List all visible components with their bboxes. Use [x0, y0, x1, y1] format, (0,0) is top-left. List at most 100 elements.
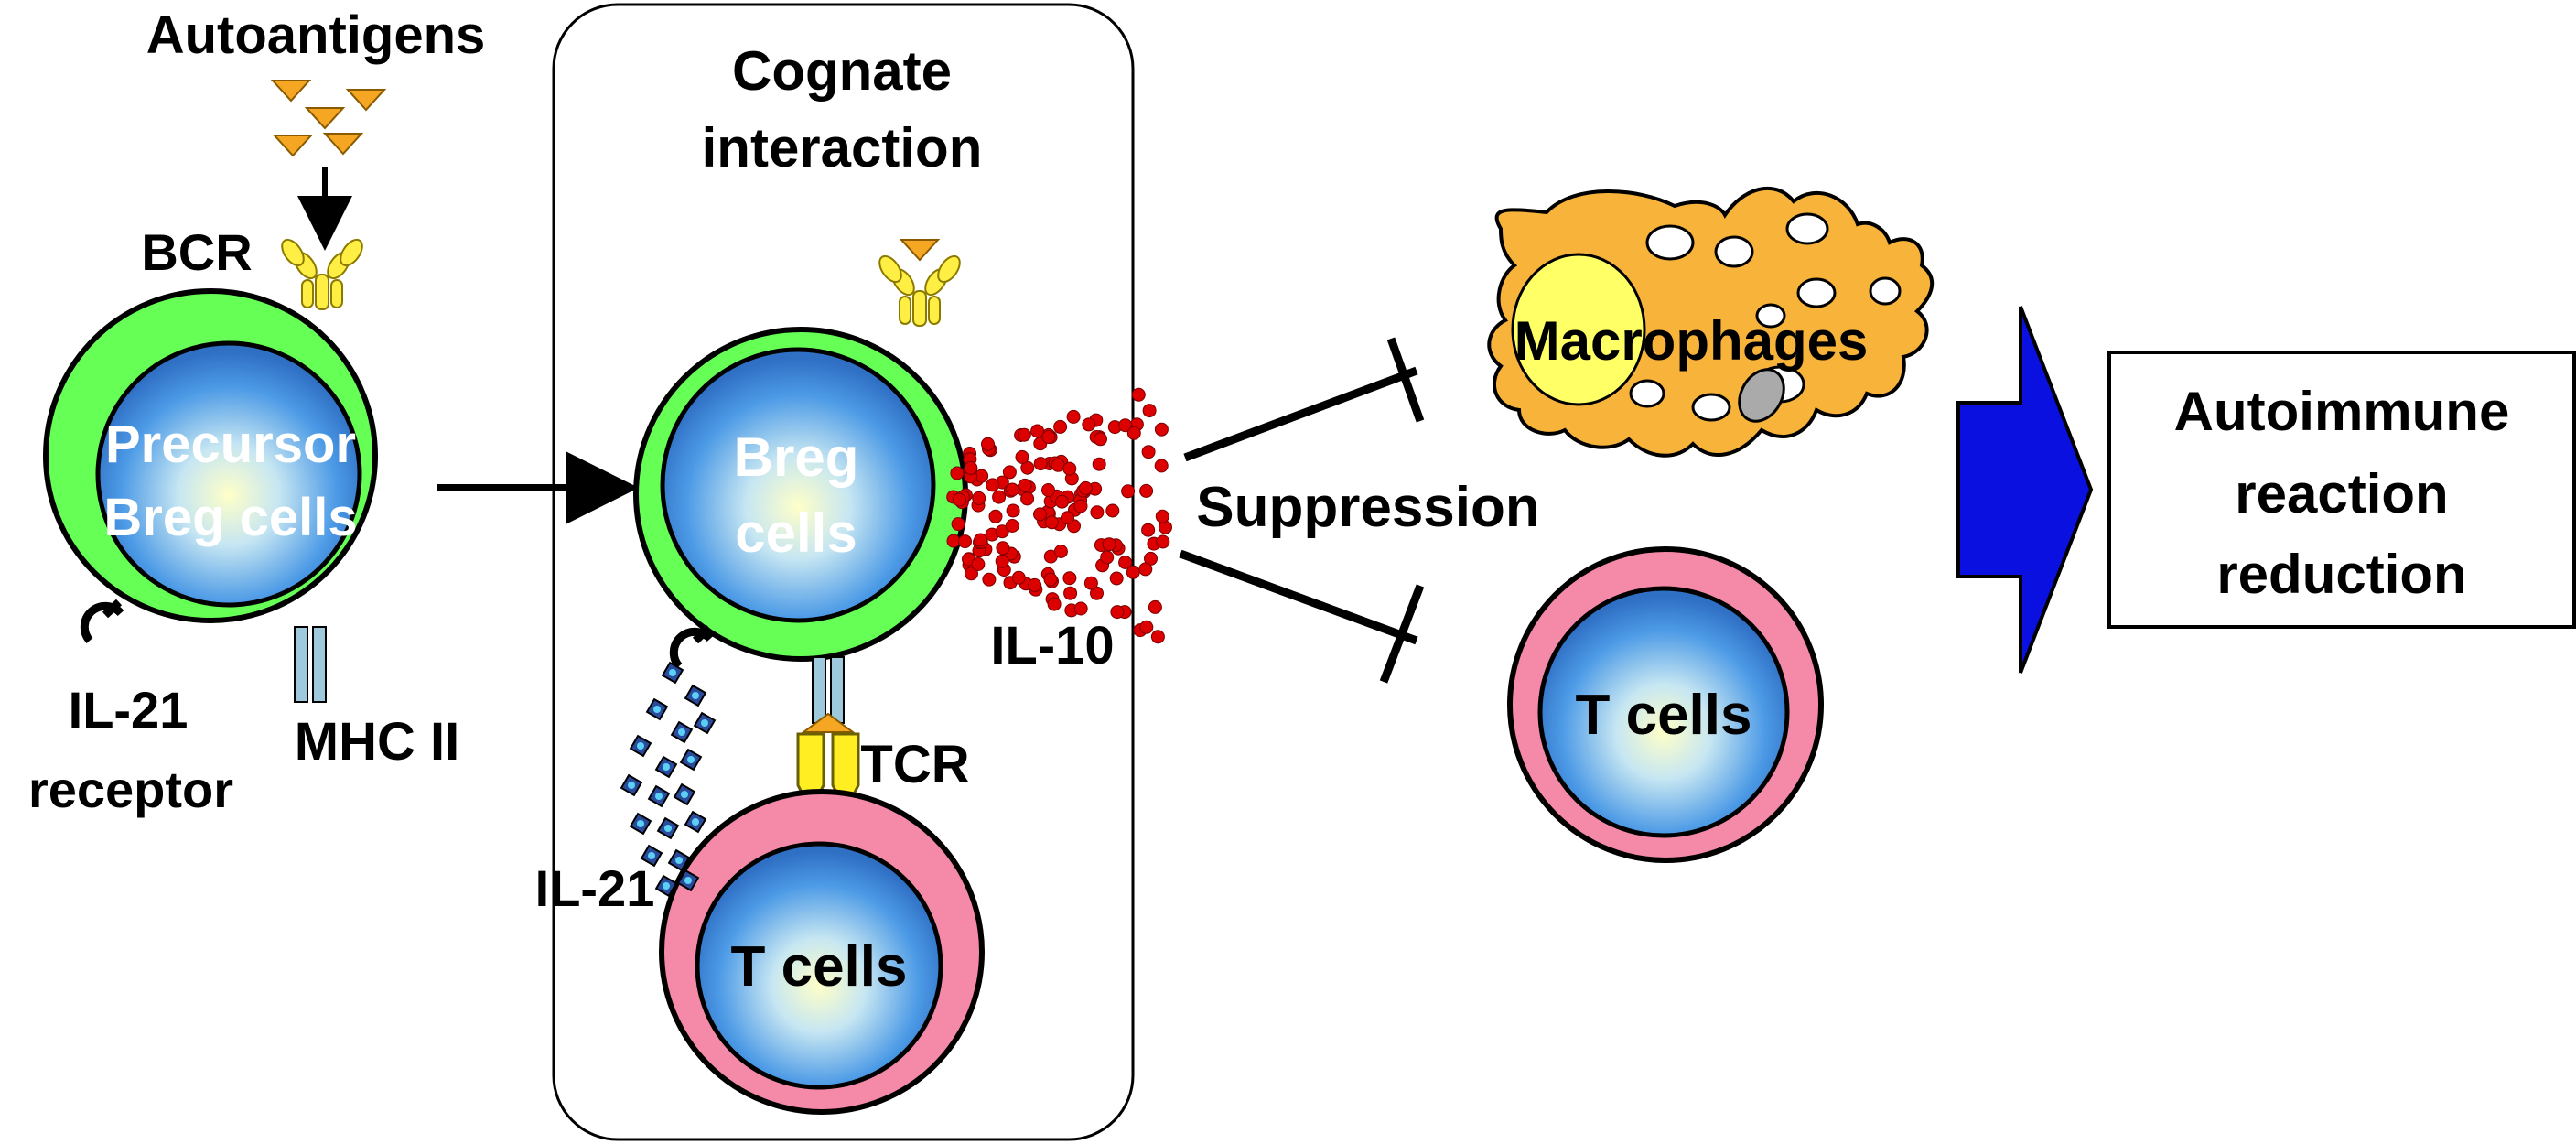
- il10-dot: [1073, 601, 1088, 616]
- il10-dot: [1063, 586, 1078, 600]
- il10-dot: [965, 567, 978, 581]
- il10-dot: [1062, 571, 1077, 586]
- mhc2-icon: [294, 626, 327, 703]
- antigen-icon: [272, 80, 385, 156]
- il10-dot: [1018, 478, 1032, 492]
- il10-dot: [1051, 458, 1065, 472]
- il10-dot: [1006, 503, 1020, 518]
- il21-receptor-label-line1: IL-21: [69, 681, 189, 739]
- breg-mhc2-icon: [800, 656, 857, 733]
- il10-dot: [964, 460, 978, 475]
- bcr-receptor-icon: [276, 234, 368, 310]
- il10-dot: [1102, 537, 1116, 552]
- outcome-label-line1: Autoimmune: [2174, 381, 2510, 442]
- il10-dot: [952, 492, 966, 507]
- mitochondrion-icon: [1738, 368, 1785, 423]
- outcome-label-line3: reduction: [2216, 544, 2466, 605]
- il10-dot: [1150, 630, 1165, 644]
- il10-dot: [1118, 418, 1133, 433]
- il10-dot: [1047, 597, 1062, 611]
- il10-dot: [1139, 483, 1154, 498]
- il10-dot: [996, 541, 1010, 556]
- il10-dot: [1154, 422, 1169, 437]
- precursor-breg-cell: [43, 288, 378, 623]
- t-cells-bottom-label: T cells: [731, 935, 908, 998]
- il10-dot: [1110, 605, 1125, 620]
- t-cell-bottom: [659, 789, 985, 1115]
- breg-label-line2: cells: [735, 502, 857, 564]
- il10-dot: [1156, 534, 1170, 549]
- il10-dot: [1015, 449, 1029, 464]
- il10-dot: [986, 478, 1000, 492]
- il10-dot: [946, 534, 961, 548]
- il10-dot: [1141, 445, 1156, 459]
- breg-il21-receptor-icon: [669, 624, 714, 669]
- t-cell-right: [1507, 546, 1824, 863]
- il10-dot: [1020, 460, 1035, 475]
- il10-label: IL-10: [990, 616, 1114, 675]
- il10-dot: [992, 490, 1007, 504]
- block-arrow-icon: [1956, 306, 2094, 674]
- t-cell-bottom-nucleus: [695, 841, 943, 1090]
- il10-dot: [950, 466, 965, 480]
- il10-dot: [1092, 457, 1106, 471]
- macrophage-icon: [1487, 186, 1935, 458]
- il10-dot: [1030, 424, 1045, 438]
- suppression-label: Suppression: [1196, 476, 1540, 539]
- il10-dot: [1118, 556, 1133, 569]
- il10-dot: [1090, 505, 1105, 520]
- il10-dot: [1100, 550, 1115, 565]
- il10-dot: [1138, 562, 1153, 577]
- precursor-label-line1: Precursor: [105, 415, 356, 474]
- il10-dot: [988, 509, 1003, 523]
- il10-dot: [1005, 519, 1019, 533]
- il10-dot: [1109, 571, 1124, 586]
- breg-nucleus: [660, 347, 936, 623]
- il10-dot: [1126, 565, 1140, 579]
- il10-dot: [972, 491, 986, 505]
- outcome-label-line2: reaction: [2235, 463, 2448, 524]
- t-cell-right-nucleus: [1537, 586, 1790, 838]
- il10-dot: [971, 557, 986, 571]
- il10-dot: [1017, 427, 1031, 442]
- macrophages-label: Macrophages: [1514, 310, 1869, 372]
- bcr-label: BCR: [141, 223, 252, 281]
- breg-bcr-icon: [874, 251, 965, 327]
- il10-dot: [982, 572, 997, 587]
- il10-dot: [1073, 499, 1088, 513]
- il10-dot: [1094, 432, 1107, 447]
- il10-dot-icon: [946, 387, 1172, 644]
- il10-dot: [1066, 409, 1081, 424]
- tcr-label: TCR: [860, 735, 969, 794]
- il21-receptor-label-line2: receptor: [28, 761, 233, 818]
- il21-label: IL-21: [535, 859, 655, 917]
- il10-dot: [1033, 457, 1048, 471]
- t-cells-right-label: T cells: [1576, 684, 1752, 747]
- il10-dot: [1126, 426, 1141, 440]
- il10-dot: [1028, 577, 1042, 592]
- il10-dot: [1041, 430, 1056, 444]
- il10-dot: [995, 554, 1009, 568]
- breg-cell: [633, 327, 968, 662]
- il10-dot: [1041, 483, 1055, 497]
- il10-dot: [1005, 482, 1019, 497]
- il10-dot: [1131, 387, 1146, 402]
- il10-dot: [1139, 620, 1154, 634]
- il10-dot: [958, 534, 972, 549]
- il10-dot: [1033, 507, 1047, 522]
- outcome-box: [2107, 351, 2576, 629]
- il10-dot: [1045, 515, 1059, 530]
- mhc2-label: MHC II: [295, 712, 459, 772]
- il10-dot: [1148, 599, 1162, 614]
- il10-dot: [1105, 503, 1120, 518]
- il10-dot: [1078, 480, 1093, 495]
- il10-dot: [1154, 459, 1169, 473]
- il10-dot: [1061, 511, 1074, 525]
- precursor-label-line2: Breg cells: [103, 488, 357, 547]
- breg-antigen-icon: [899, 239, 941, 262]
- breg-label-line1: Breg: [734, 426, 859, 488]
- il10-dot: [951, 517, 965, 532]
- il10-dot: [1121, 484, 1136, 499]
- cognate-label-line1: Cognate: [732, 40, 952, 102]
